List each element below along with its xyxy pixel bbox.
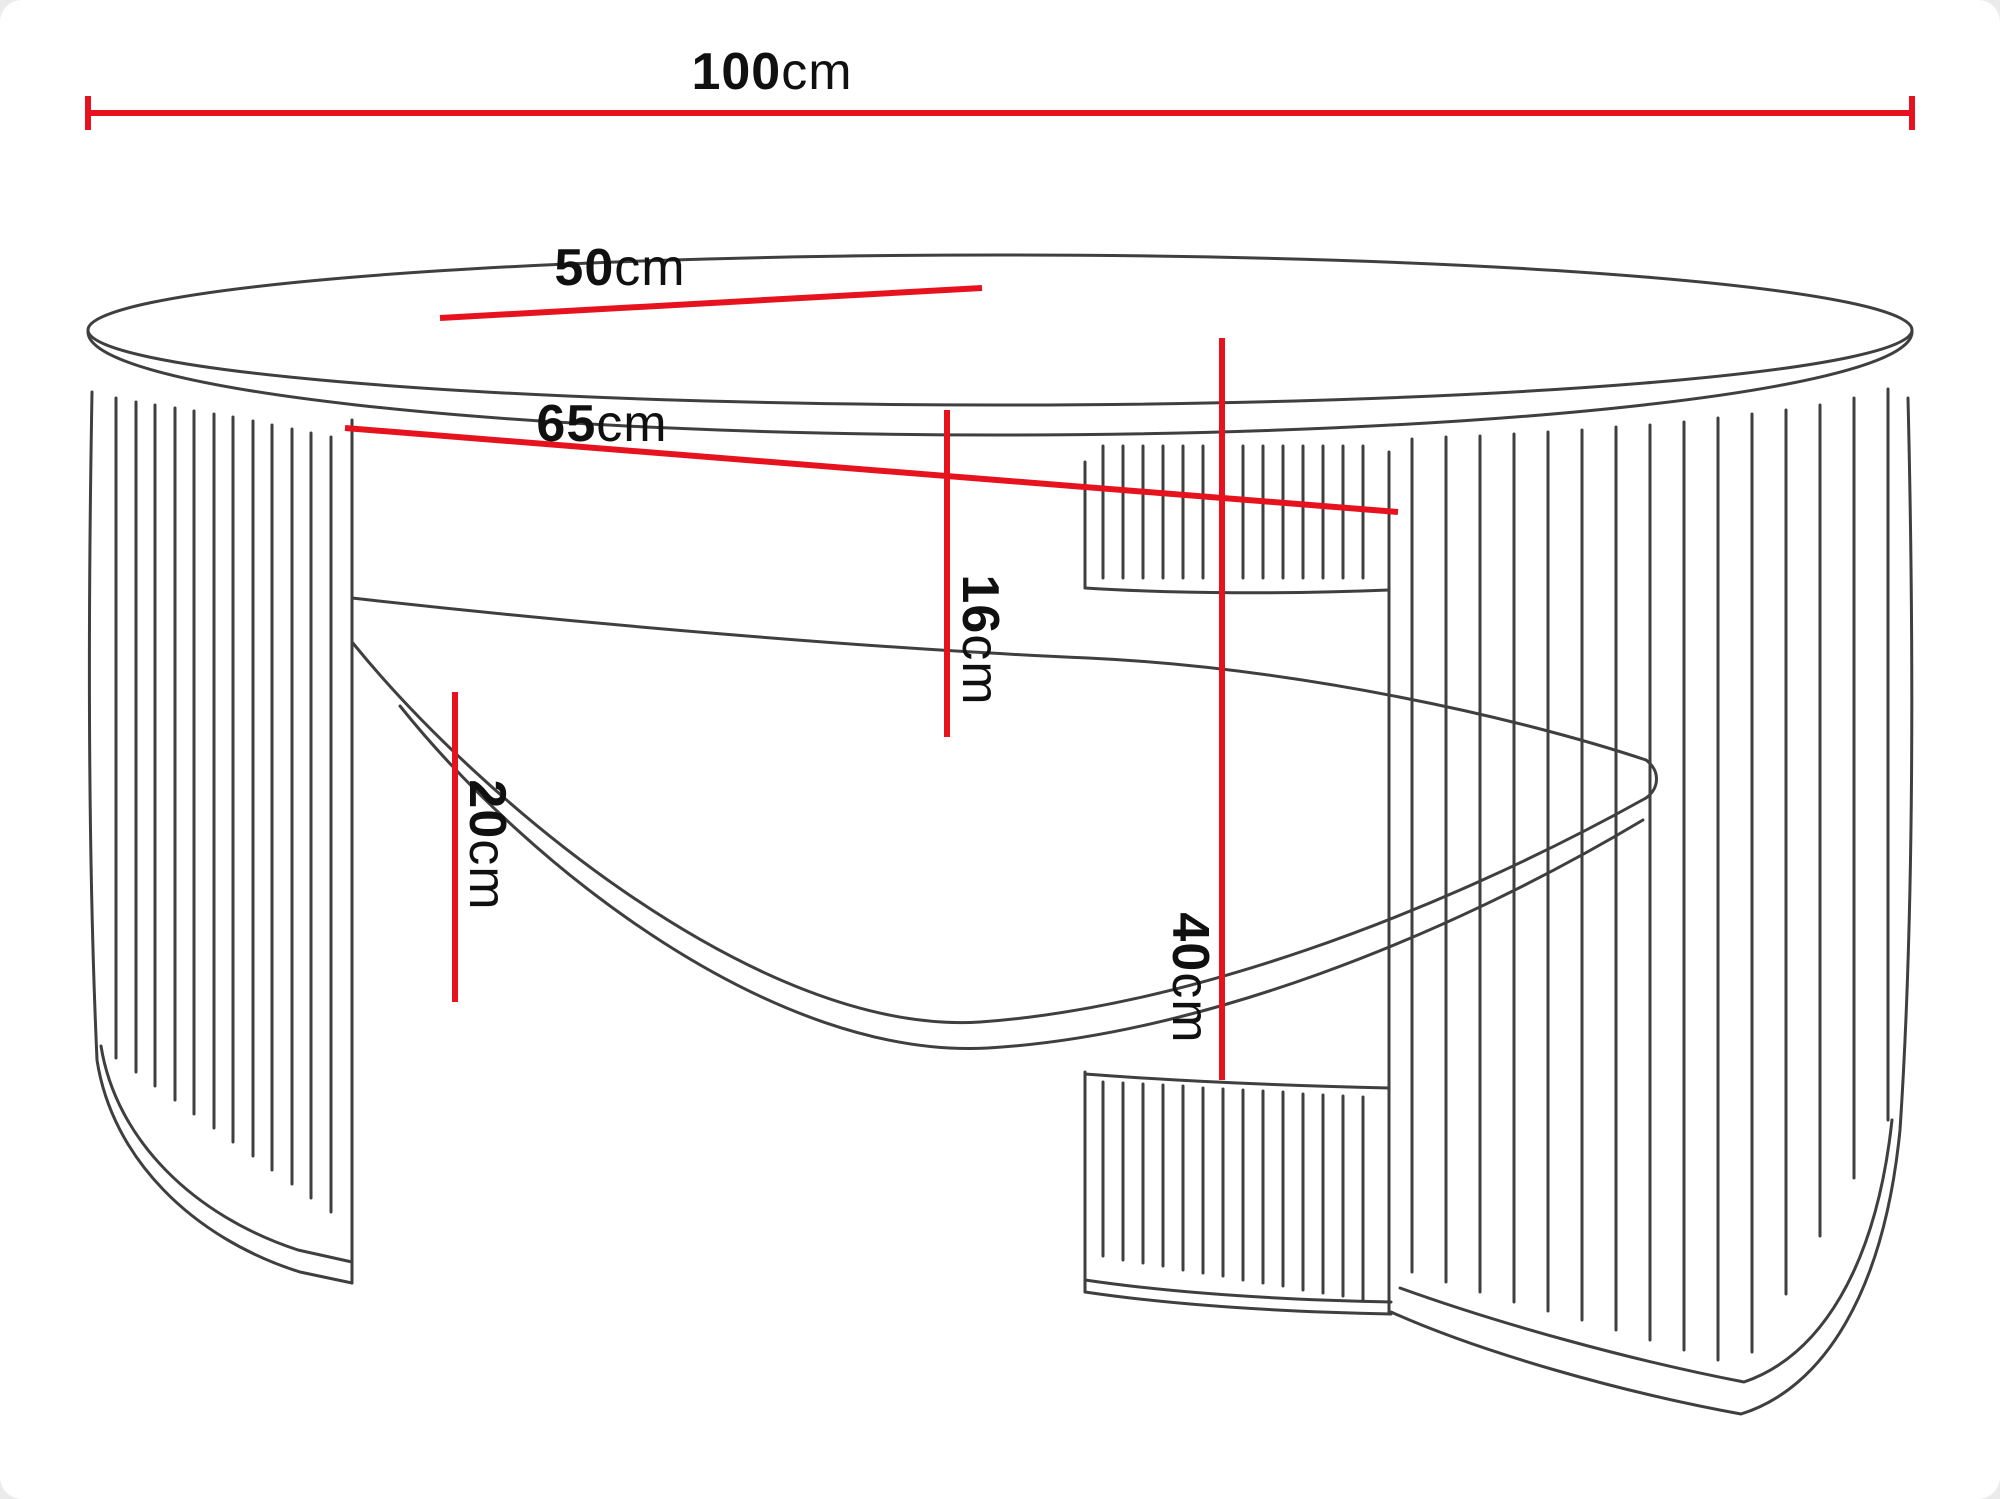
dim-unit-depth: cm: [614, 239, 686, 297]
right-base-inner-rim: [1398, 1118, 1894, 1384]
left-base-flutes: [114, 396, 333, 1214]
dim-line-width-100-ticks: [85, 96, 1915, 130]
dim-value-width: 100: [691, 43, 782, 101]
dim-value-base: 20: [458, 779, 516, 840]
right-base-back-bottom: [1083, 586, 1391, 595]
tabletop-surface: [86, 253, 1914, 407]
dim-line-shelf-65: [344, 425, 1399, 515]
furniture-drawing: [86, 253, 1914, 1416]
left-base: [87, 390, 354, 1285]
left-base-inner-rim: [99, 1044, 354, 1264]
tabletop-front-edge: [86, 330, 1914, 437]
dim-line-depth-50: [439, 285, 983, 321]
dim-unit-height: cm: [1161, 972, 1219, 1044]
dim-value-clearance: 16: [951, 574, 1009, 635]
dim-value-shelf: 65: [536, 395, 597, 453]
right-base-outline: [1389, 396, 1914, 1416]
dim-unit-base: cm: [458, 839, 516, 911]
dim-label-width-100: 100cm: [691, 46, 852, 98]
right-base-flutes: [1410, 387, 1890, 1362]
dim-unit-shelf: cm: [596, 395, 668, 453]
right-base: [1083, 387, 1914, 1416]
dim-label-base-20: 20cm: [458, 779, 516, 911]
right-base-back-flutes: [1101, 444, 1365, 580]
right-base-front-bottom-rim: [1083, 1278, 1393, 1316]
right-base-front-top: [1083, 1072, 1391, 1090]
dim-unit-clearance: cm: [951, 634, 1009, 706]
dim-value-height: 40: [1161, 912, 1219, 973]
shelf-front-edge: [350, 640, 1648, 1025]
dim-value-depth: 50: [554, 239, 615, 297]
dim-unit-width: cm: [781, 43, 853, 101]
dim-label-height-40: 40cm: [1161, 912, 1219, 1044]
shelf-back-edge: [350, 596, 1648, 762]
dim-label-shelf-65: 65cm: [536, 398, 667, 450]
right-base-front-flutes: [1101, 1080, 1365, 1302]
dim-label-depth-50: 50cm: [554, 242, 685, 294]
dimension-lines: [85, 96, 1915, 1080]
dim-label-clearance-16: 16cm: [951, 574, 1009, 706]
shelf-thickness-edge: [398, 704, 1645, 1051]
shelf: [350, 596, 1658, 1051]
left-base-outline: [87, 390, 354, 1285]
tabletop: [86, 253, 1914, 437]
